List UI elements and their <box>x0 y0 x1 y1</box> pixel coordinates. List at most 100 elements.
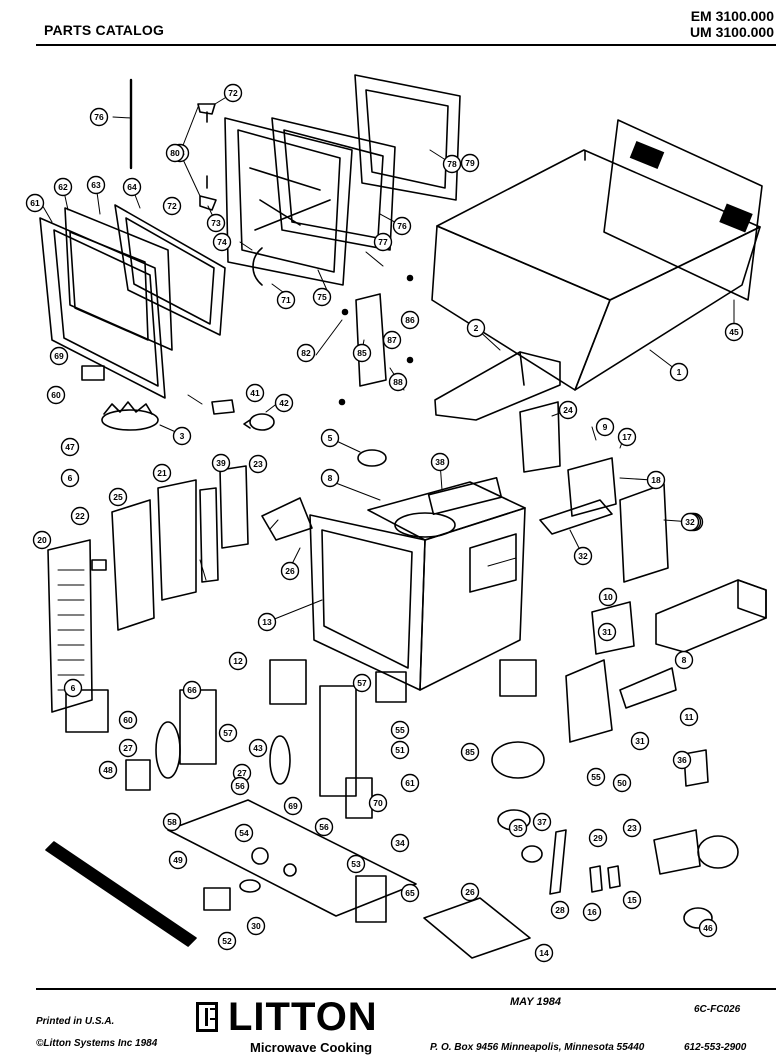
callout-28: 28 <box>550 900 570 920</box>
callout-5: 5 <box>320 428 340 448</box>
callout-circle <box>680 512 700 532</box>
callout-25: 25 <box>108 487 128 507</box>
callout-number: 31 <box>635 736 645 746</box>
callout-number: 2 <box>474 323 479 333</box>
callout-circle <box>622 890 642 910</box>
stirrer-blade <box>101 401 159 431</box>
callout-number: 25 <box>113 492 123 502</box>
callout-circle <box>612 773 632 793</box>
callout-circle <box>388 372 408 392</box>
callout-circle <box>352 343 372 363</box>
callout-number: 32 <box>578 551 588 561</box>
company-address: P. O. Box 9456 Minneapolis, Minnesota 55… <box>430 1042 645 1053</box>
callout-27: 27 <box>118 738 138 758</box>
callout-circle <box>86 175 106 195</box>
callout-55: 55 <box>390 720 410 740</box>
callout-circle <box>595 417 615 437</box>
callout-66: 66 <box>182 680 202 700</box>
callout-number: 57 <box>357 678 367 688</box>
callout-circle <box>312 287 332 307</box>
door-frame-assembly <box>224 117 396 286</box>
callout-circle <box>588 828 608 848</box>
callout-circle <box>724 322 744 342</box>
callout-number: 31 <box>602 627 612 637</box>
callout-circle <box>280 561 300 581</box>
callout-number: 26 <box>285 566 295 576</box>
callout-circle <box>586 767 606 787</box>
callout-number: 13 <box>262 617 272 627</box>
callout-78: 78 <box>442 154 462 174</box>
callout-number: 72 <box>167 201 177 211</box>
callout-circle <box>182 680 202 700</box>
callout-circle <box>674 650 694 670</box>
callout-20: 20 <box>32 530 52 550</box>
callout-circle <box>211 453 231 473</box>
callout-number: 37 <box>537 817 547 827</box>
callout-number: 72 <box>228 88 238 98</box>
callout-circle <box>172 426 192 446</box>
callout-circle <box>152 463 172 483</box>
callout-circle <box>228 651 248 671</box>
callout-number: 55 <box>591 772 601 782</box>
callout-circle <box>60 437 80 457</box>
callout-number: 76 <box>397 221 407 231</box>
callout-64: 64 <box>122 177 142 197</box>
callout-34: 34 <box>390 833 410 853</box>
callout-circle <box>89 107 109 127</box>
terminal-block <box>203 875 531 959</box>
model-number-1: EM 3100.000 <box>690 8 774 24</box>
callout-85: 85 <box>352 343 372 363</box>
callout-72: 72 <box>223 83 243 103</box>
callout-80: 80 <box>165 143 185 163</box>
callout-85: 85 <box>460 742 480 762</box>
callout-number: 24 <box>563 405 573 415</box>
callout-number: 43 <box>253 743 263 753</box>
callout-circle <box>320 428 340 448</box>
callout-77: 77 <box>373 232 393 252</box>
callout-76: 76 <box>392 216 412 236</box>
callout-circle <box>598 587 618 607</box>
callout-41: 41 <box>245 383 265 403</box>
callout-number: 69 <box>54 351 64 361</box>
callout-circle <box>122 177 142 197</box>
door-gasket <box>354 74 461 201</box>
callout-number: 39 <box>216 458 226 468</box>
callout-12: 12 <box>228 651 248 671</box>
callout-circle <box>98 760 118 780</box>
callout-38: 38 <box>430 452 450 472</box>
interlock-switches <box>521 829 621 895</box>
callout-number: 85 <box>357 348 367 358</box>
callout-number: 61 <box>405 778 415 788</box>
rear-panel <box>603 119 763 301</box>
callout-circle <box>257 612 277 632</box>
callout-circle <box>234 823 254 843</box>
callout-circle <box>573 546 593 566</box>
callout-23: 23 <box>248 454 268 474</box>
callout-circle <box>597 622 617 642</box>
door-hinges <box>197 103 217 211</box>
callout-15: 15 <box>622 890 642 910</box>
callout-circle <box>630 731 650 751</box>
callout-61: 61 <box>400 773 420 793</box>
callout-circle <box>118 738 138 758</box>
callout-88: 88 <box>388 372 408 392</box>
callout-circle <box>617 427 637 447</box>
callout-16: 16 <box>582 902 602 922</box>
callout-46: 46 <box>698 918 718 938</box>
callout-circle <box>558 400 578 420</box>
callout-18: 18 <box>646 470 666 490</box>
callout-number: 48 <box>103 765 113 775</box>
wave-guide <box>434 351 561 421</box>
callout-circle <box>206 213 226 233</box>
callout-circle <box>368 793 388 813</box>
callout-number: 46 <box>703 923 713 933</box>
callout-circle <box>46 385 66 405</box>
callout-circle <box>460 742 480 762</box>
callout-circle <box>296 343 316 363</box>
callout-number: 12 <box>233 656 243 666</box>
callout-circle <box>532 812 552 832</box>
callout-number: 52 <box>222 936 232 946</box>
callout-58: 58 <box>162 812 182 832</box>
callout-29: 29 <box>588 828 608 848</box>
callout-circle <box>223 83 243 103</box>
